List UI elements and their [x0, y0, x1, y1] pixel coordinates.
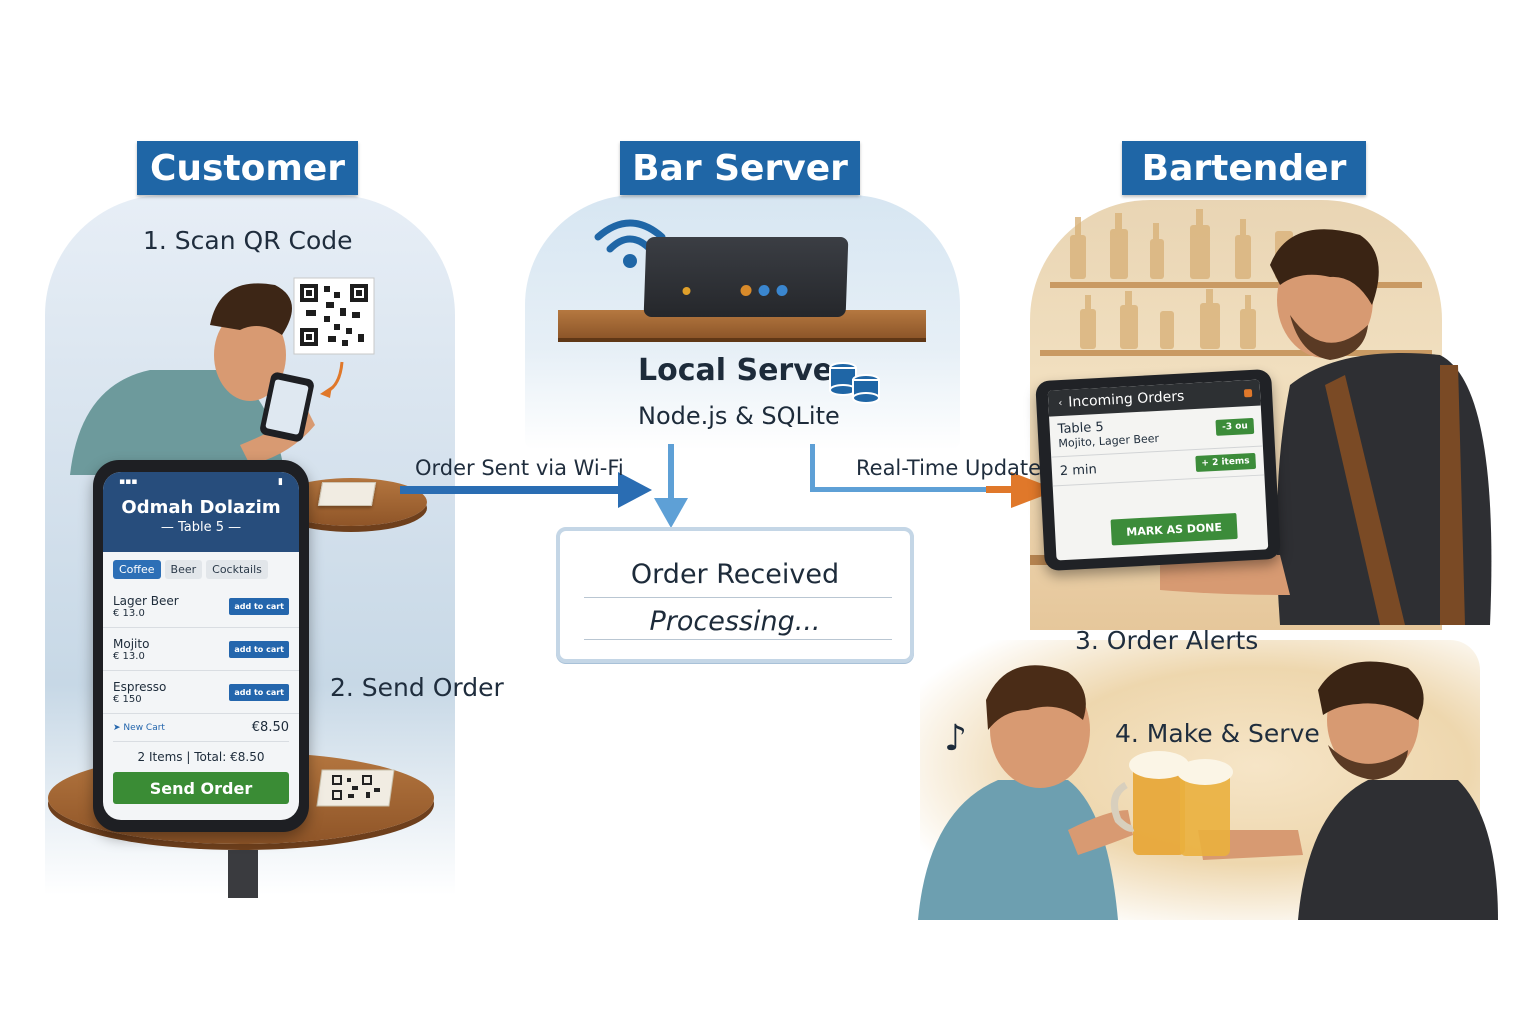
upper-table-qr-card	[317, 482, 377, 506]
step-scan-qr-label: 1. Scan QR Code	[143, 226, 353, 255]
add-to-cart-button[interactable]: add to cart	[229, 640, 289, 658]
items-badge: + 2 items	[1195, 452, 1257, 473]
notification-icon	[1243, 388, 1253, 398]
menu-item-price: € 150	[113, 693, 142, 705]
step-order-alerts-label: 3. Order Alerts	[1075, 626, 1259, 655]
tab-coffee[interactable]: Coffee	[113, 560, 161, 579]
bartender-person-illustration	[1160, 229, 1492, 625]
bar-server-header: Bar Server	[620, 141, 860, 195]
divider	[584, 639, 892, 640]
table-number: — Table 5 —	[160, 520, 242, 535]
order-received-panel: Order Received Processing...	[556, 527, 914, 663]
order-elapsed-time: 2 min	[1059, 461, 1098, 479]
chevron-left-icon[interactable]: ‹	[1058, 397, 1063, 409]
customer-phone: ▪▪▪▮ Odmah Dolazim — Table 5 — Coffee Be…	[93, 460, 309, 832]
tablet-screen: ‹ Incoming Orders Table 5 Mojito, Lager …	[1047, 379, 1269, 561]
view-cart-text: New Cart	[123, 722, 165, 733]
serve-scene-illustration	[918, 661, 1498, 920]
phone-app-header: ▪▪▪▮ Odmah Dolazim — Table 5 —	[103, 472, 299, 552]
menu-item: Espresso € 150 add to cart	[103, 671, 299, 714]
server-box-icon	[643, 237, 849, 317]
incoming-orders-title: Incoming Orders	[1067, 388, 1185, 411]
add-to-cart-button[interactable]: add to cart	[229, 683, 289, 701]
venue-name: Odmah Dolazim	[121, 497, 281, 518]
order-time-badge: -3 ou	[1215, 417, 1255, 436]
customer-person-illustration	[70, 283, 315, 475]
menu-item-name: Lager Beer	[113, 593, 179, 608]
category-tabs: Coffee Beer Cocktails	[103, 552, 299, 585]
view-cart-link[interactable]: ➤ New Cart	[113, 723, 165, 733]
local-server-title: Local Server	[638, 353, 848, 388]
table-leg	[228, 850, 258, 898]
wall-qr-code-icon	[293, 277, 375, 355]
tab-beer[interactable]: Beer	[164, 560, 203, 579]
order-tablet: ‹ Incoming Orders Table 5 Mojito, Lager …	[1035, 368, 1281, 572]
order-received-title: Order Received	[630, 559, 840, 590]
cart-total: €8.50	[251, 720, 289, 735]
divider	[584, 597, 892, 598]
send-order-button[interactable]: Send Order	[113, 772, 289, 804]
lower-table-qr-code-icon	[316, 769, 395, 807]
music-note-icon: ♪	[944, 718, 967, 759]
phone-status-bar: ▪▪▪▮	[119, 477, 283, 487]
menu-item-price: € 13.0	[113, 607, 145, 619]
cart-arrow-icon: ➤	[113, 722, 121, 733]
order-sent-label: Order Sent via Wi-Fi	[415, 456, 624, 480]
realtime-update-label: Real-Time Update	[856, 456, 1042, 480]
server-down-arrow	[654, 444, 688, 528]
menu-item: Lager Beer € 13.0 add to cart	[103, 585, 299, 628]
menu-item-price: € 13.0	[113, 650, 145, 662]
add-to-cart-button[interactable]: add to cart	[229, 597, 289, 615]
menu-item-name: Espresso	[113, 679, 167, 694]
local-server-subtitle: Node.js & SQLite	[638, 402, 840, 430]
tab-cocktails[interactable]: Cocktails	[206, 560, 268, 579]
customer-header: Customer	[137, 141, 358, 195]
processing-status: Processing...	[649, 606, 821, 637]
step-make-serve-label: 4. Make & Serve	[1115, 719, 1320, 748]
phone-screen: ▪▪▪▮ Odmah Dolazim — Table 5 — Coffee Be…	[103, 472, 299, 820]
menu-item: Mojito € 13.0 add to cart	[103, 628, 299, 671]
cart-row: ➤ New Cart €8.50	[103, 714, 299, 741]
order-summary: 2 Items | Total: €8.50	[113, 741, 289, 770]
realtime-update-arrow	[810, 444, 1058, 508]
menu-item-name: Mojito	[113, 636, 150, 651]
table-number-text: Table 5	[177, 520, 225, 535]
mark-as-done-button[interactable]: MARK AS DONE	[1110, 512, 1238, 546]
order-sent-arrow	[400, 472, 652, 508]
bartender-header: Bartender	[1122, 141, 1366, 195]
scan-arrow-icon	[320, 361, 344, 398]
database-icon	[829, 362, 880, 404]
step-send-order-label: 2. Send Order	[330, 673, 504, 702]
